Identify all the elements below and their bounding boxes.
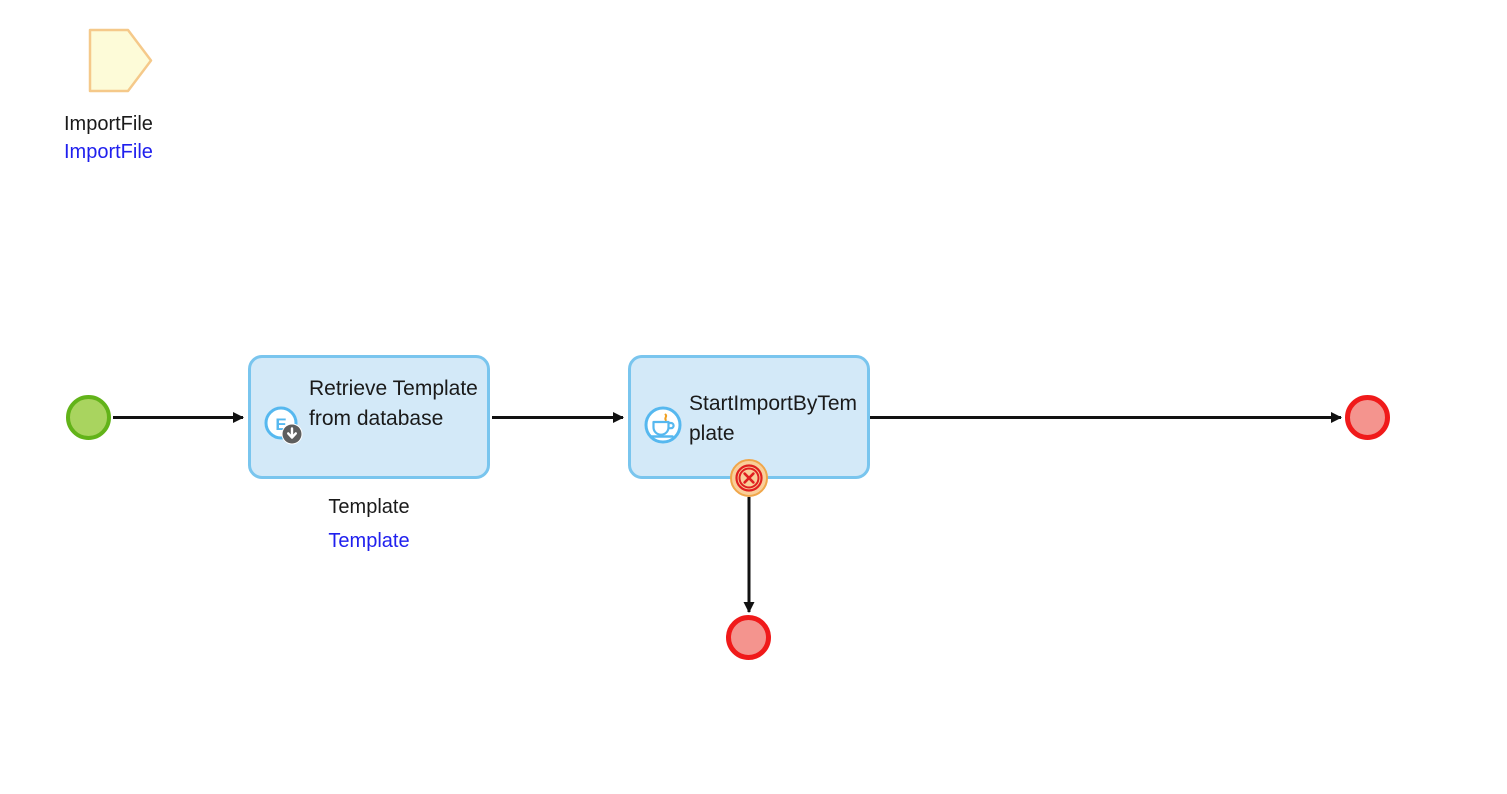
data-object-icon bbox=[88, 28, 153, 93]
error-x-icon bbox=[730, 459, 768, 497]
end-event-bottom[interactable] bbox=[726, 615, 771, 660]
task-sub-name: Template bbox=[328, 496, 410, 518]
data-object-name: ImportFile bbox=[64, 113, 153, 135]
error-boundary-event[interactable] bbox=[730, 459, 768, 497]
task-label: StartImportByTemplate bbox=[689, 392, 858, 445]
task-start-import-by-template[interactable]: StartImportByTemplate bbox=[628, 355, 870, 479]
start-event[interactable] bbox=[66, 395, 111, 440]
svg-text:E: E bbox=[275, 415, 286, 434]
task-label: Retrieve Template from database bbox=[309, 377, 478, 430]
data-object-reference: ImportFile bbox=[64, 141, 153, 163]
download-arrow-badge bbox=[281, 423, 303, 445]
task-sub-reference: Template bbox=[328, 530, 410, 552]
database-download-icon: E bbox=[263, 405, 303, 445]
data-object-importfile[interactable] bbox=[88, 28, 153, 93]
java-coffee-cup-icon bbox=[643, 405, 683, 445]
task-retrieve-template[interactable]: E Retrieve Template from database bbox=[248, 355, 490, 479]
data-object-labels: ImportFile ImportFile bbox=[64, 110, 364, 166]
end-event-right[interactable] bbox=[1345, 395, 1390, 440]
task-retrieve-template-sublabels: Template Template bbox=[248, 490, 490, 558]
